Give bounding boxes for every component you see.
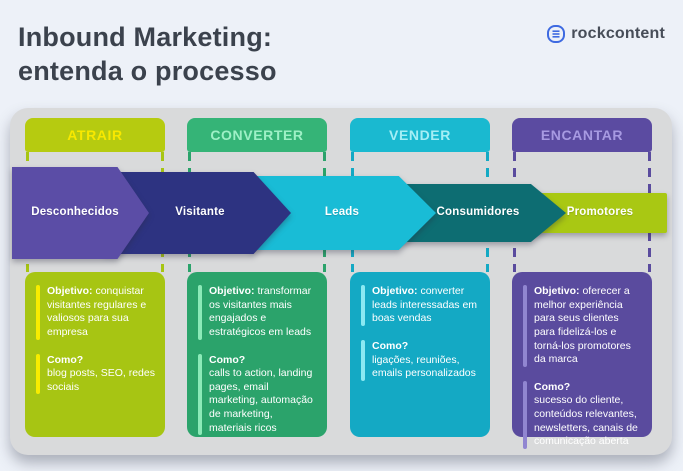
accent-bar xyxy=(36,285,40,340)
accent-bar xyxy=(36,353,40,395)
column-converter: CONVERTER Objetivo: transformar os visit… xyxy=(187,108,327,455)
objective-text: Objetivo: conquistar visitantes regulare… xyxy=(47,285,147,338)
stage-label-visitante: Visitante xyxy=(175,206,225,218)
objective-text: Objetivo: transformar os visitantes mais… xyxy=(209,285,312,338)
stage-label-leads: Leads xyxy=(324,206,360,218)
title-line-1: Inbound Marketing: xyxy=(18,22,273,52)
column-header-atrair: ATRAIR xyxy=(25,118,165,152)
objective-text: Objetivo: converter leads interessadas e… xyxy=(372,285,478,325)
how-block: Como?sucesso do cliente, conteúdos relev… xyxy=(523,380,642,450)
column-body-converter: Objetivo: transformar os visitantes mais… xyxy=(187,272,327,437)
how-text: Como?blog posts, SEO, redes sociais xyxy=(47,353,155,393)
how-block: Como?blog posts, SEO, redes sociais xyxy=(36,353,155,395)
column-encantar: ENCANTAR Objetivo: oferecer a melhor exp… xyxy=(512,108,652,455)
process-card: ATRAIR Objetivo: conquistar visitantes r… xyxy=(10,108,672,455)
rockcontent-logo-icon xyxy=(547,25,566,43)
funnel-arrow-desconhecidos xyxy=(12,167,149,259)
title-line-2: entenda o processo xyxy=(18,56,277,86)
how-text: Como?ligações, reuniões, emails personal… xyxy=(372,339,476,380)
how-text: Como?calls to action, landing pages, ema… xyxy=(209,353,313,434)
column-body-atrair: Objetivo: conquistar visitantes regulare… xyxy=(25,272,165,437)
accent-bar xyxy=(523,380,527,450)
column-atrair: ATRAIR Objetivo: conquistar visitantes r… xyxy=(25,108,165,455)
objective-block: Objetivo: conquistar visitantes regulare… xyxy=(36,285,155,340)
accent-bar xyxy=(523,285,527,367)
how-block: Como?calls to action, landing pages, ema… xyxy=(198,353,317,436)
stage-label-promotores: Promotores xyxy=(566,206,634,218)
accent-bar xyxy=(198,353,202,436)
stage-label-desconhecidos: Desconhecidos xyxy=(31,206,119,218)
column-header-converter: CONVERTER xyxy=(187,118,327,152)
objective-block: Objetivo: converter leads interessadas e… xyxy=(361,285,480,326)
accent-bar xyxy=(198,285,202,340)
how-block: Como?ligações, reuniões, emails personal… xyxy=(361,339,480,381)
accent-bar xyxy=(361,285,365,326)
page-title: Inbound Marketing: entenda o processo xyxy=(18,20,277,88)
rockcontent-logo-text: rockcontent xyxy=(571,25,665,42)
column-header-vender: VENDER xyxy=(350,118,490,152)
column-header-encantar: ENCANTAR xyxy=(512,118,652,152)
column-body-vender: Objetivo: converter leads interessadas e… xyxy=(350,272,490,437)
stage-label-consumidores: Consumidores xyxy=(436,206,520,218)
objective-block: Objetivo: oferecer a melhor experiência … xyxy=(523,285,642,367)
objective-block: Objetivo: transformar os visitantes mais… xyxy=(198,285,317,340)
accent-bar xyxy=(361,339,365,381)
column-body-encantar: Objetivo: oferecer a melhor experiência … xyxy=(512,272,652,450)
rockcontent-logo: rockcontent xyxy=(547,25,665,43)
how-text: Como?sucesso do cliente, conteúdos relev… xyxy=(534,380,638,448)
objective-text: Objetivo: oferecer a melhor experiência … xyxy=(534,285,631,366)
column-vender: VENDER Objetivo: converter leads interes… xyxy=(350,108,490,455)
